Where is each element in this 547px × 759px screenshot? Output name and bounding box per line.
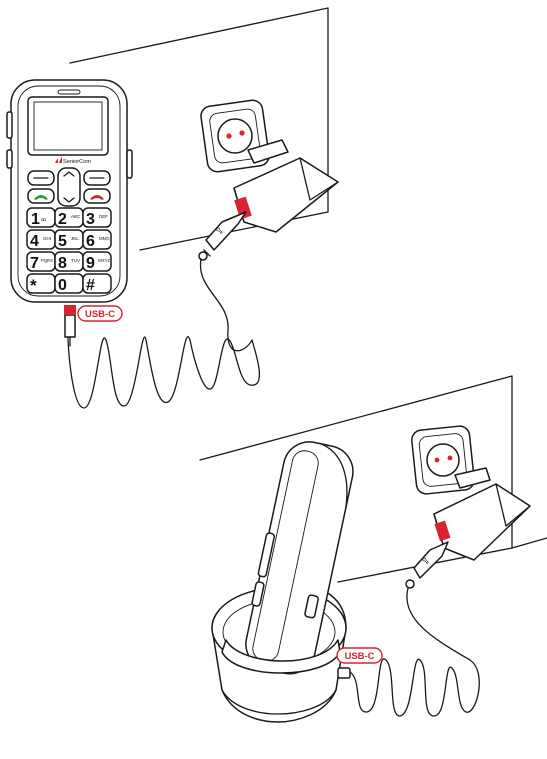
svg-text:6: 6 (86, 233, 95, 250)
svg-text:DEF: DEF (99, 214, 108, 219)
svg-text:9: 9 (86, 255, 95, 272)
svg-text:TUV: TUV (71, 258, 80, 263)
svg-text:0: 0 (58, 277, 67, 294)
usb-a-plug-bottom: ⇪ (406, 542, 448, 588)
brand-name: SeniorCom (63, 159, 91, 165)
usb-c-label-text-top: USB-C (85, 309, 115, 320)
svg-text:#: # (86, 277, 95, 294)
dock-usb-port (338, 668, 350, 678)
svg-text:1: 1 (31, 211, 40, 228)
keypad: 1 ꝏ 2 ABC 3 DEF 4 GHI 5 JKL 6 MNO (27, 208, 111, 295)
svg-text:MNO: MNO (99, 236, 110, 241)
svg-text:ꝏ: ꝏ (41, 217, 46, 223)
charger-adapter-top (234, 140, 338, 232)
svg-text:*: * (30, 276, 37, 295)
svg-text:WXYZ: WXYZ (98, 258, 111, 263)
svg-text:2: 2 (58, 211, 67, 228)
svg-text:GHI: GHI (43, 236, 51, 241)
bottom-scene: ⇪ USB-C (200, 376, 547, 722)
mobile-phone: SeniorCom 1 ꝏ 2 ABC (7, 80, 132, 302)
svg-text:PQRS: PQRS (41, 258, 53, 263)
usb-c-label-bottom: USB-C (337, 648, 382, 663)
usb-c-connector-top (64, 305, 76, 346)
svg-text:JKL: JKL (71, 236, 79, 241)
usb-c-label-text-bottom: USB-C (344, 651, 374, 662)
svg-text:ABC: ABC (71, 214, 81, 219)
usb-c-label-top: USB-C (78, 306, 122, 321)
svg-text:8: 8 (58, 255, 67, 272)
phone-screen (28, 97, 108, 155)
nav-key[interactable] (58, 168, 80, 206)
svg-text:3: 3 (86, 211, 95, 228)
svg-text:5: 5 (58, 233, 67, 250)
svg-text:7: 7 (30, 255, 39, 272)
svg-text:4: 4 (30, 233, 39, 250)
top-scene: ⇪ SeniorCom (7, 8, 338, 408)
